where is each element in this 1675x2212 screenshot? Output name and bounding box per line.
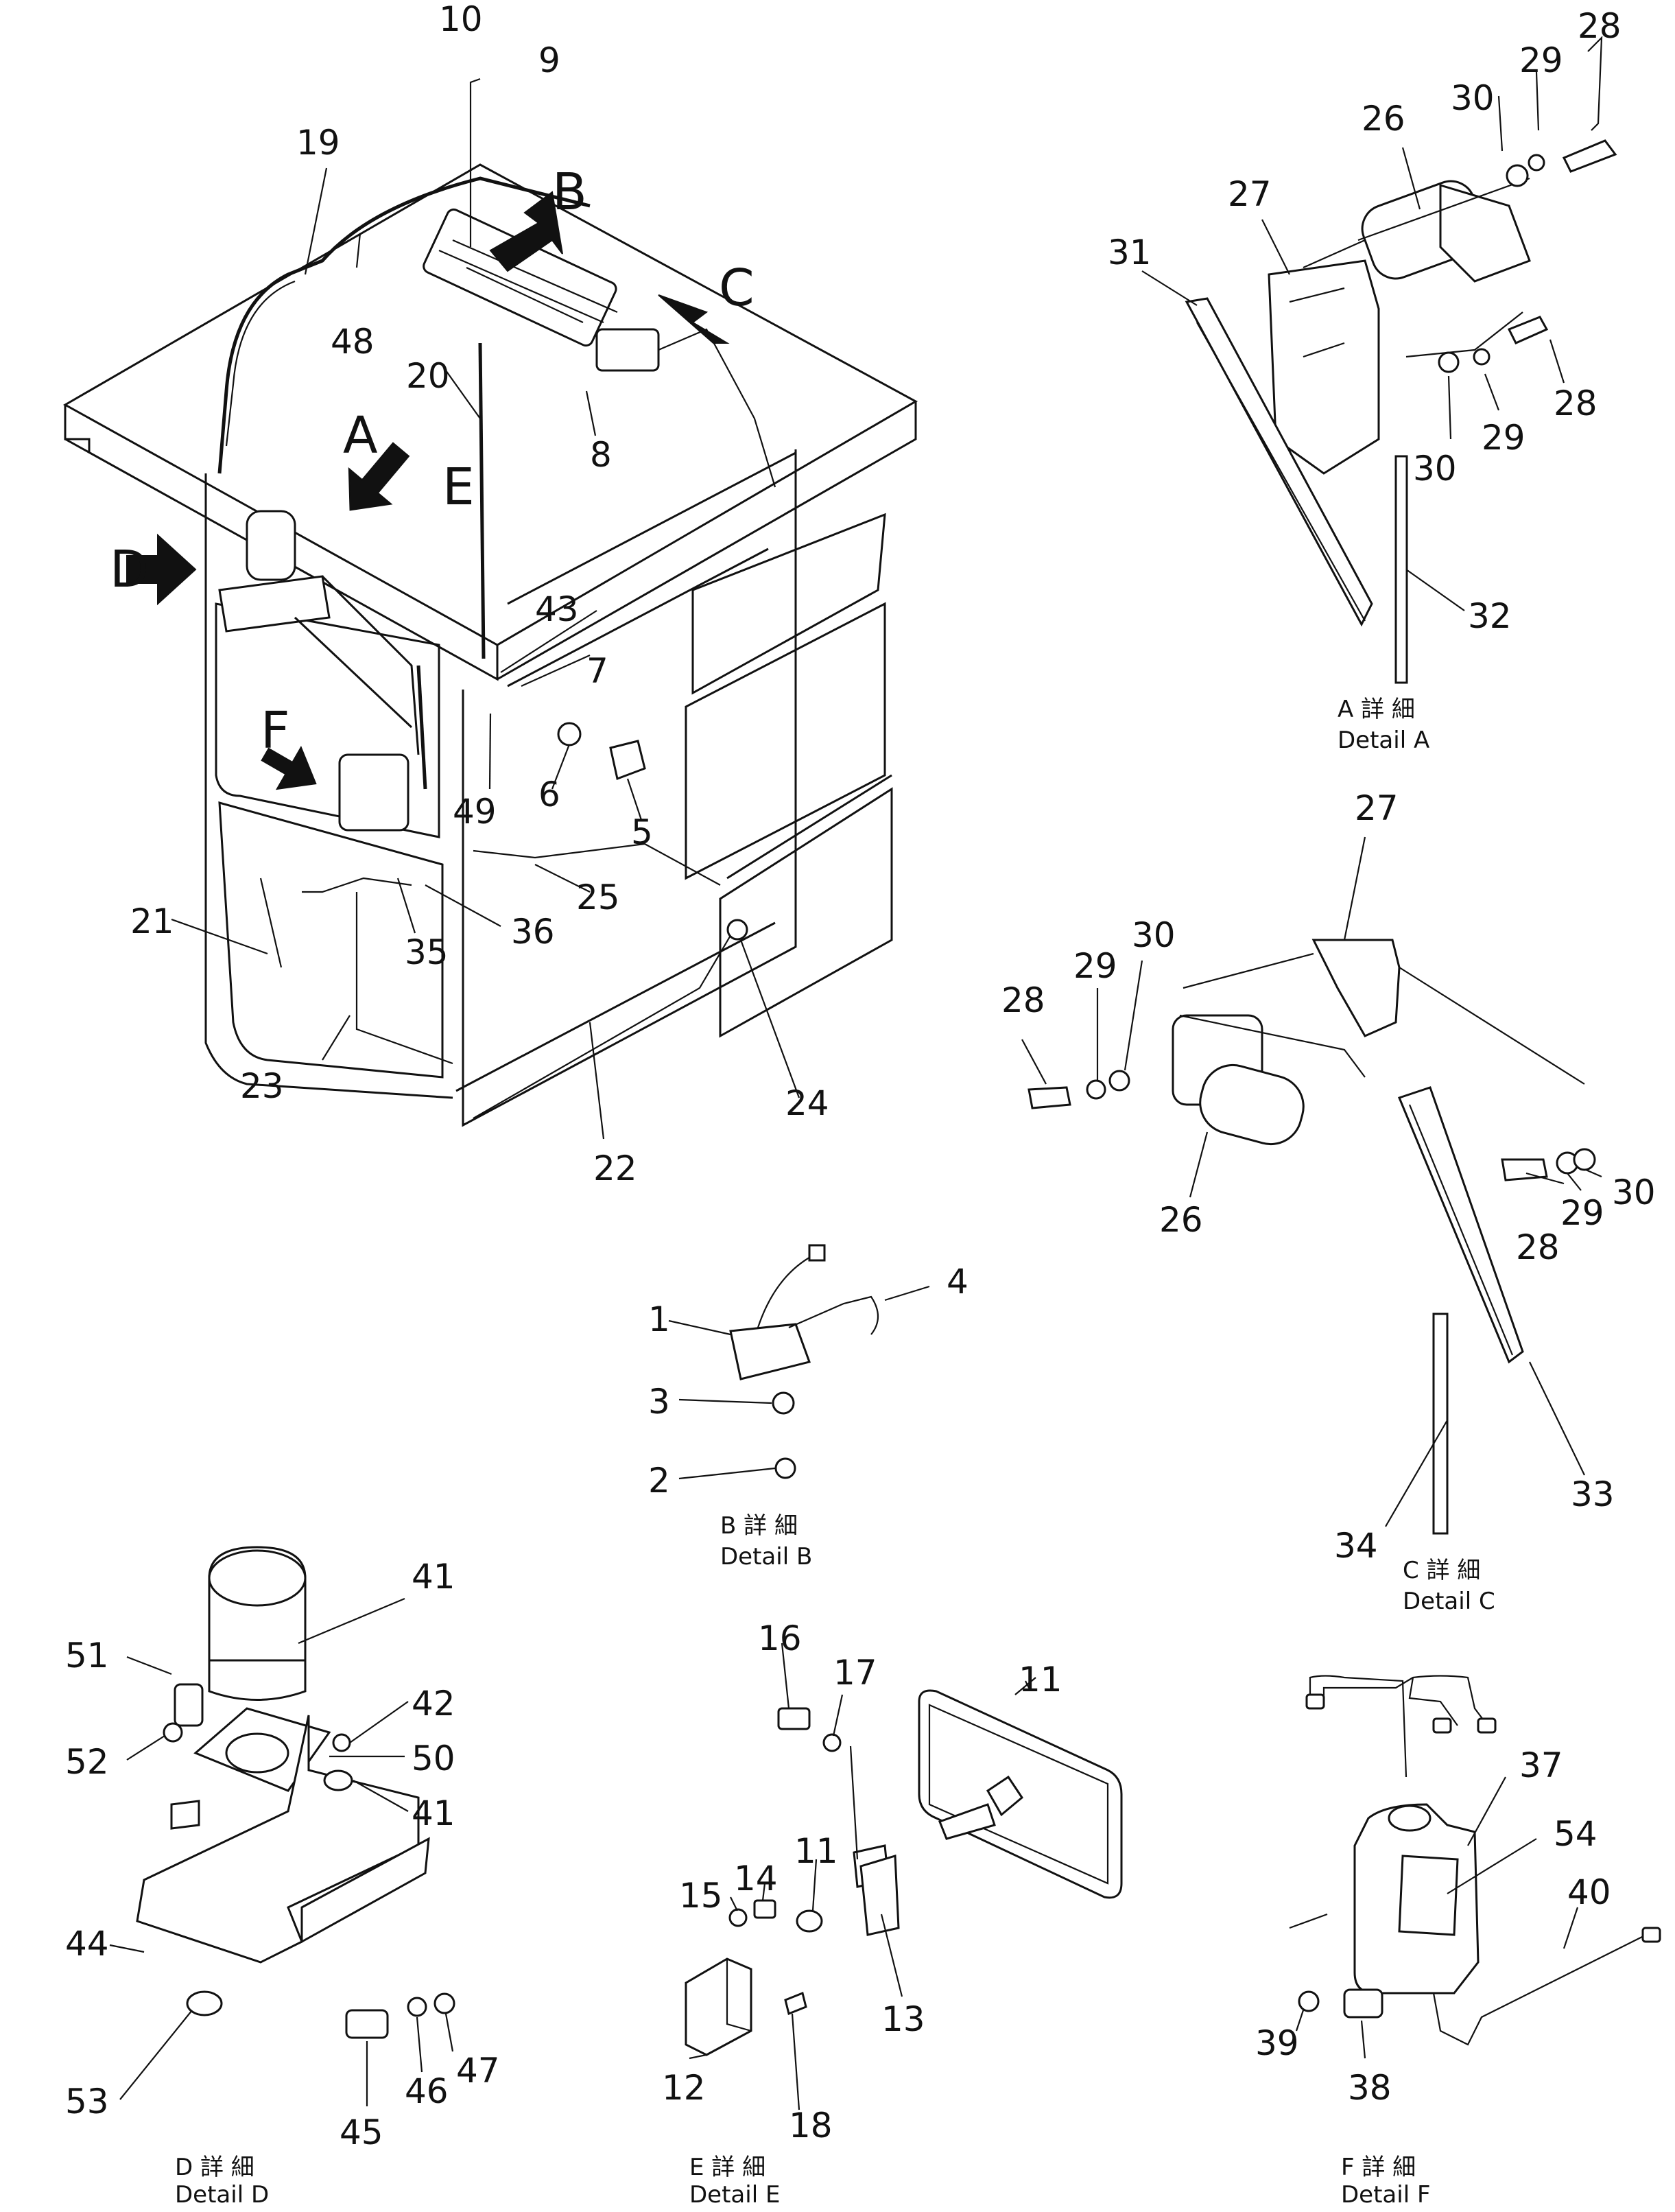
callout-b-1: 1 <box>648 1299 670 1339</box>
callout-a-32: 32 <box>1468 596 1512 636</box>
callout-d-52: 52 <box>65 1742 109 1782</box>
callout-c-28b: 28 <box>1516 1227 1560 1267</box>
callout-d-42: 42 <box>412 1684 455 1723</box>
callout-d-44: 44 <box>65 1924 109 1964</box>
callout-a-26: 26 <box>1362 99 1405 139</box>
caption-f-en: Detail F <box>1341 2181 1431 2209</box>
caption-b-jp: B 詳 細 <box>720 1512 798 1540</box>
caption-b-en: Detail B <box>720 1543 812 1570</box>
callout-b-4: 4 <box>947 1262 969 1302</box>
callout-d-50: 50 <box>412 1739 455 1778</box>
detail-f: 37 54 40 39 38 F 詳 細 Detail F <box>1255 1675 1661 2209</box>
callout-d-51: 51 <box>65 1636 109 1675</box>
callout-24: 24 <box>785 1083 829 1123</box>
detail-d: 41 51 42 52 50 41 44 47 46 53 45 D 詳 細 D… <box>65 1546 500 2209</box>
arrow-label-c: C <box>719 259 755 318</box>
detail-a: 28 29 30 26 27 31 28 29 30 32 A 詳 細 Deta… <box>1108 6 1621 754</box>
cab-leaders <box>171 78 800 1140</box>
callout-a-28: 28 <box>1578 6 1621 46</box>
callout-d-47: 47 <box>456 2051 500 2091</box>
callout-c-27: 27 <box>1355 788 1399 828</box>
callout-19: 19 <box>296 123 340 163</box>
callout-e-11b: 11 <box>794 1831 838 1871</box>
callout-49: 49 <box>453 792 497 832</box>
callout-d-46: 46 <box>405 2071 449 2111</box>
callout-5: 5 <box>631 812 653 852</box>
callout-a-30b: 30 <box>1413 449 1457 489</box>
callout-8: 8 <box>590 435 612 475</box>
callout-c-29: 29 <box>1073 946 1117 986</box>
callout-a-28b: 28 <box>1554 384 1597 423</box>
caption-e-jp: E 詳 細 <box>689 2154 765 2181</box>
callout-d-41b: 41 <box>412 1793 455 1833</box>
view-arrows: A B C D E F <box>110 163 755 790</box>
callout-c-26: 26 <box>1159 1200 1203 1240</box>
callout-b-2: 2 <box>648 1461 670 1501</box>
callout-6: 6 <box>538 775 560 814</box>
callout-c-30: 30 <box>1132 915 1176 955</box>
callout-c-30b: 30 <box>1612 1173 1656 1212</box>
callout-35: 35 <box>405 932 449 972</box>
callout-e-16: 16 <box>758 1619 802 1658</box>
callout-c-33: 33 <box>1571 1474 1615 1514</box>
callout-a-31: 31 <box>1108 233 1152 272</box>
callout-d-41: 41 <box>412 1557 455 1597</box>
callout-20: 20 <box>406 356 450 396</box>
callout-e-11: 11 <box>1019 1660 1062 1699</box>
callout-a-27: 27 <box>1228 174 1272 214</box>
arrow-label-f: F <box>261 701 290 760</box>
callout-36: 36 <box>511 912 555 952</box>
caption-d-en: Detail D <box>175 2181 269 2209</box>
callout-a-29: 29 <box>1519 40 1563 80</box>
arrow-label-e: E <box>442 458 475 517</box>
callout-e-13: 13 <box>881 1999 925 2039</box>
callout-10: 10 <box>439 0 483 39</box>
callout-7: 7 <box>586 651 608 691</box>
callout-48: 48 <box>331 322 375 362</box>
callout-a-29b: 29 <box>1482 418 1525 458</box>
caption-c-jp: C 詳 細 <box>1403 1557 1480 1584</box>
caption-f-jp: F 詳 細 <box>1341 2154 1416 2181</box>
callout-a-30: 30 <box>1451 78 1495 118</box>
callout-f-38: 38 <box>1348 2068 1392 2108</box>
callout-e-17: 17 <box>833 1653 877 1693</box>
callout-b-3: 3 <box>648 1382 670 1422</box>
callout-22: 22 <box>593 1149 637 1188</box>
cab-callouts: 10 9 19 48 20 8 43 7 49 6 5 25 36 35 21 … <box>130 0 829 1188</box>
callout-c-29b: 29 <box>1560 1193 1604 1233</box>
caption-c-en: Detail C <box>1403 1588 1495 1615</box>
callout-d-45: 45 <box>340 2113 383 2152</box>
callout-f-37: 37 <box>1519 1745 1563 1785</box>
callout-c-34: 34 <box>1334 1526 1378 1566</box>
callout-23: 23 <box>240 1066 284 1106</box>
callout-c-28: 28 <box>1001 980 1045 1020</box>
detail-b: 4 1 3 2 B 詳 細 Detail B <box>648 1244 969 1570</box>
callout-e-18: 18 <box>789 2106 833 2145</box>
caption-d-jp: D 詳 細 <box>175 2154 254 2181</box>
callout-d-53: 53 <box>65 2082 109 2121</box>
detail-e: 16 17 11 14 11 15 13 12 18 E 詳 細 Detail … <box>662 1619 1123 2209</box>
cab-assembly <box>62 163 918 1127</box>
arrow-label-a: A <box>343 406 378 465</box>
callout-e-12: 12 <box>662 2068 706 2108</box>
callout-9: 9 <box>538 40 560 80</box>
callout-f-39: 39 <box>1255 2023 1299 2063</box>
callout-21: 21 <box>130 902 174 941</box>
caption-e-en: Detail E <box>689 2181 780 2209</box>
caption-a-jp: A 詳 細 <box>1338 696 1415 723</box>
callout-25: 25 <box>576 878 620 917</box>
callout-43: 43 <box>535 589 579 629</box>
arrow-label-b: B <box>552 163 587 222</box>
detail-c: 27 30 29 28 28 29 30 26 33 34 C 詳 細 Deta… <box>1001 788 1656 1615</box>
callout-f-40: 40 <box>1567 1872 1611 1912</box>
callout-e-14: 14 <box>734 1859 778 1898</box>
callout-f-54: 54 <box>1554 1814 1597 1854</box>
caption-a-en: Detail A <box>1338 727 1429 754</box>
callout-e-15: 15 <box>679 1876 723 1916</box>
arrow-label-d: D <box>110 540 149 599</box>
